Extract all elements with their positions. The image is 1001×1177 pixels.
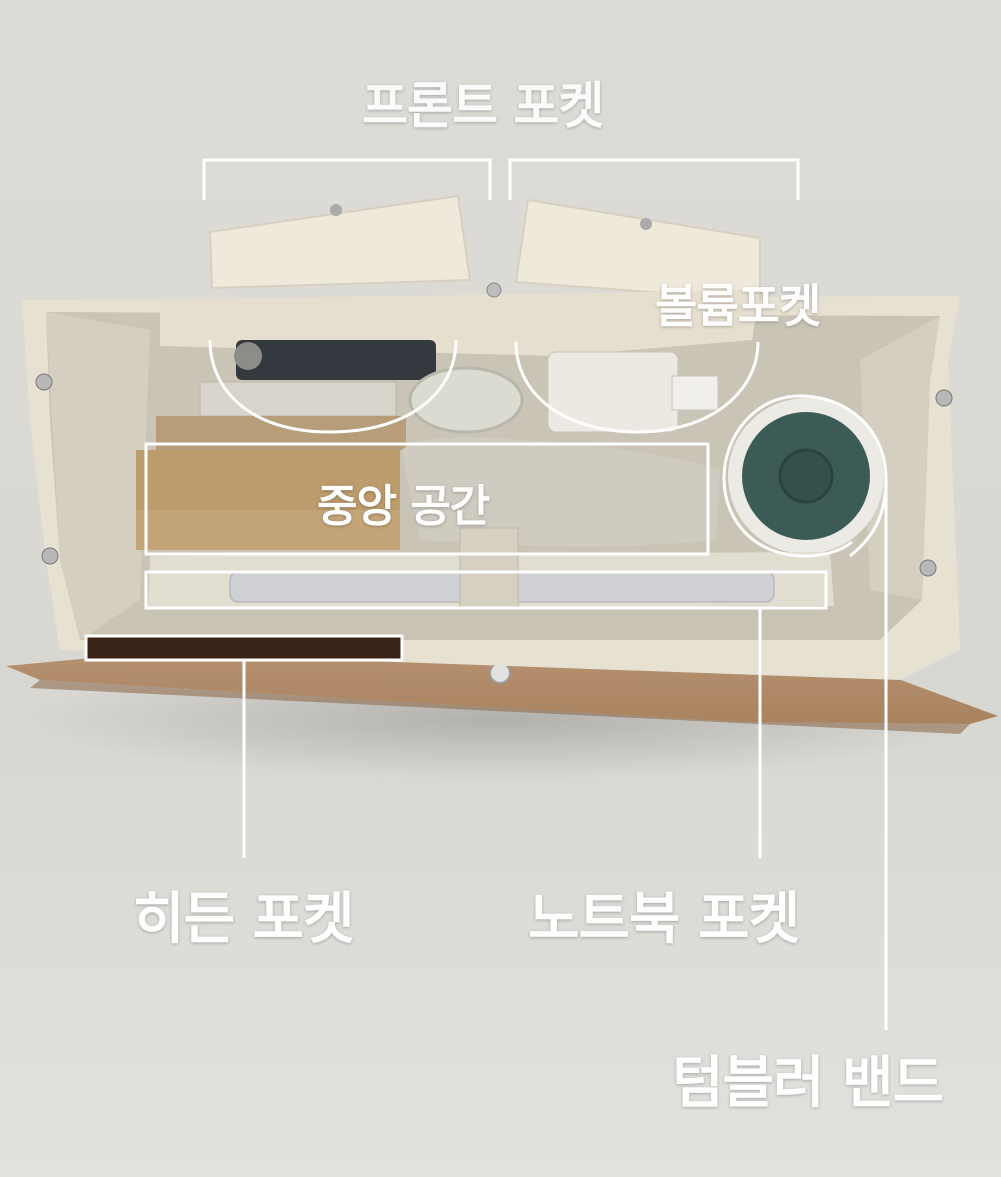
- center-space-label: 중앙 공간: [317, 481, 490, 532]
- right-inner-wall: [860, 316, 940, 600]
- hidden-pocket-label: 히든 포켓: [133, 887, 355, 952]
- laptop-pocket-label: 노트북 포켓: [528, 887, 800, 952]
- pocket-button: [640, 218, 652, 230]
- lipstick-cap: [234, 342, 262, 370]
- tumbler-band-ring: [722, 394, 853, 558]
- volume-pocket-arc-left: [208, 339, 458, 434]
- charger: [547, 351, 679, 433]
- front-pocket-right: [514, 198, 761, 302]
- front-pocket-left: [208, 194, 472, 290]
- charger-plug: [671, 375, 719, 411]
- hidden-pocket: [86, 636, 402, 660]
- tumbler-cap: [778, 448, 834, 504]
- flap-clasp: [489, 662, 511, 684]
- strap: [459, 527, 519, 609]
- tumbler-band-label: 텀블러 밴드: [672, 1051, 944, 1116]
- round-case: [408, 366, 524, 434]
- snap: [935, 389, 953, 407]
- volume-pocket-arc-right: [514, 341, 760, 434]
- snap: [35, 373, 53, 391]
- volume-pocket-panel: [160, 290, 760, 356]
- laptop-pocket-box: [144, 570, 828, 610]
- center-space-box: [144, 442, 710, 556]
- pocket-button: [330, 204, 342, 216]
- flap-edge: [30, 680, 970, 734]
- paper-stack-shade: [136, 450, 400, 510]
- center-snap: [486, 282, 502, 298]
- book: [199, 381, 397, 417]
- pouch-bag: [402, 437, 720, 546]
- front-pocket-bracket-left: [202, 158, 492, 200]
- left-inner-wall: [46, 312, 150, 640]
- tumbler-band-arc: [799, 394, 888, 558]
- volume-pocket-label: 볼륨포켓: [655, 279, 821, 333]
- annotation-lines: [84, 158, 888, 1030]
- front-pocket-label: 프론트 포켓: [362, 77, 604, 135]
- pouch: [236, 340, 436, 380]
- snap: [41, 547, 59, 565]
- snap: [919, 559, 937, 577]
- front-pocket-bracket-right: [508, 158, 800, 200]
